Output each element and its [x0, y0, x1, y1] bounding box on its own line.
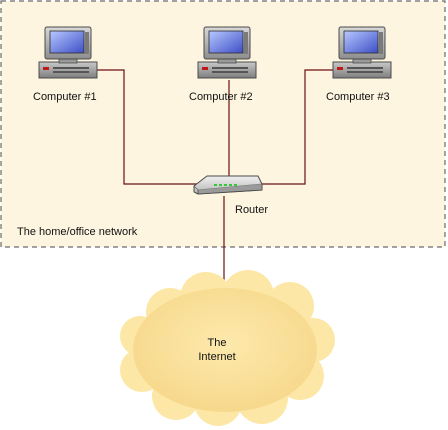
network-cables — [97, 69, 333, 296]
router-label: Router — [235, 204, 269, 216]
computer-1-label: Computer #1 — [33, 91, 97, 103]
internet-label-line-1: The — [207, 337, 227, 349]
network-label: The home/office network — [17, 226, 138, 238]
computer-2-label: Computer #2 — [189, 91, 253, 103]
computer-2 — [197, 26, 257, 79]
router-icon — [193, 175, 263, 195]
computer-3 — [332, 26, 392, 79]
internet-cloud — [120, 270, 335, 426]
internet-label: The Internet — [182, 336, 252, 364]
cable-computer-1 — [97, 69, 198, 185]
internet-label-line-2: Internet — [198, 351, 236, 363]
computer-3-label: Computer #3 — [326, 91, 390, 103]
computer-1 — [38, 26, 98, 79]
cable-computer-3 — [258, 69, 333, 185]
